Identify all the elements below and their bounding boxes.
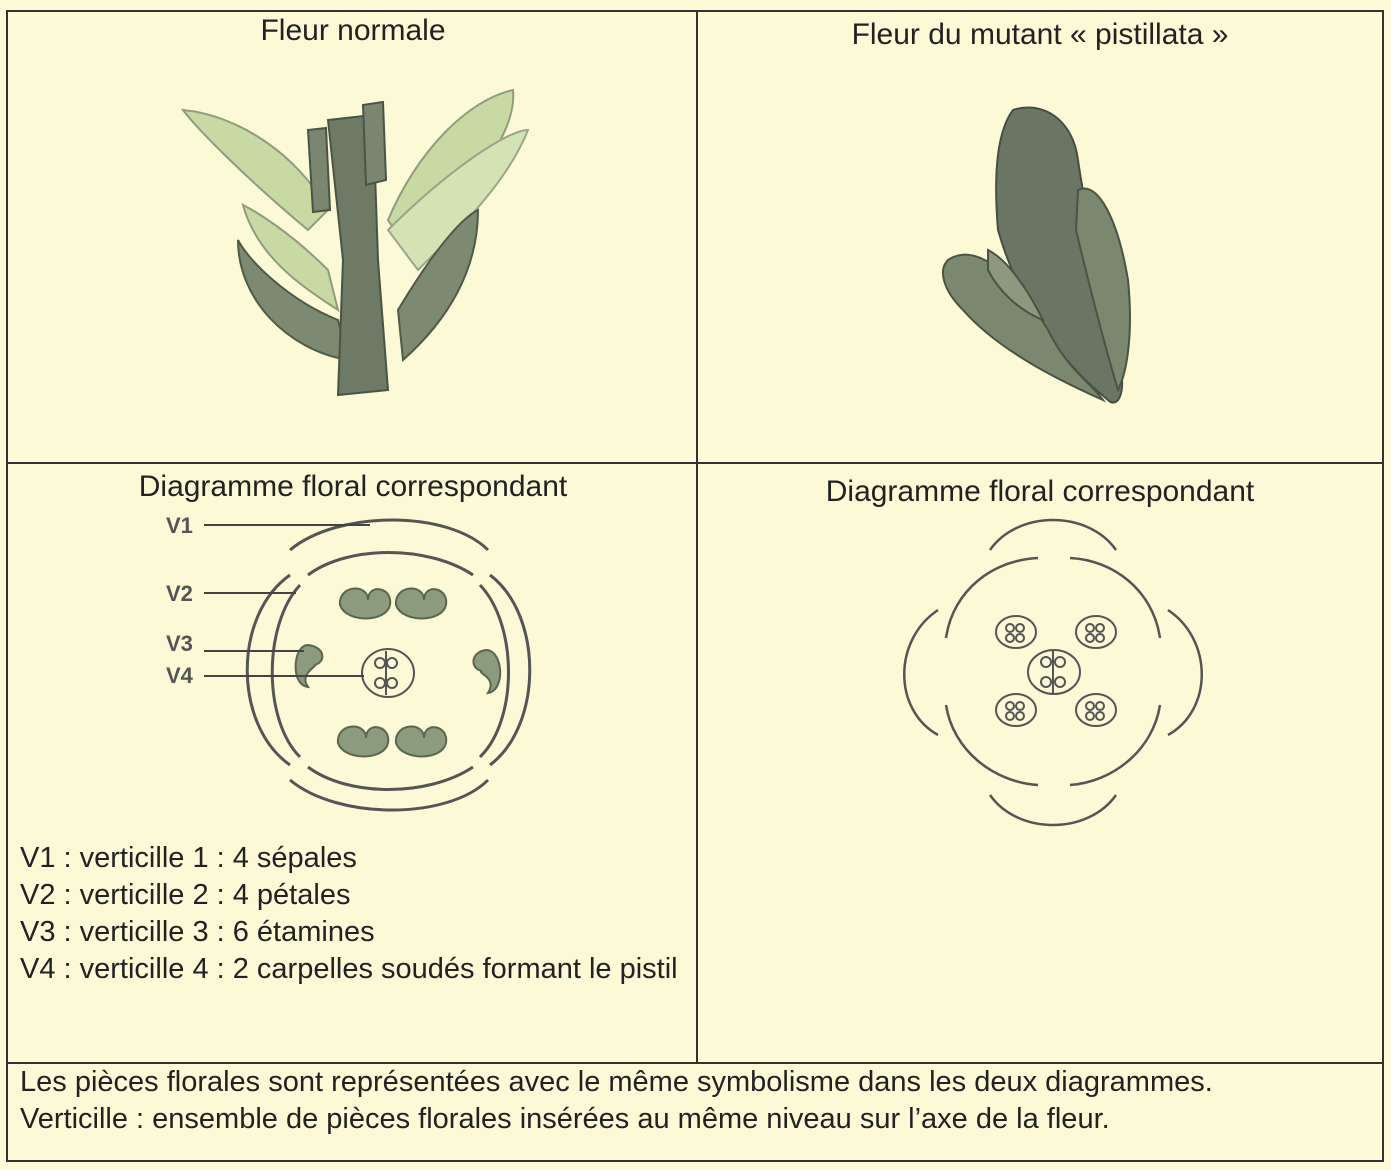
carpel-group-3: [996, 694, 1036, 726]
normal-flower-image: [8, 60, 698, 460]
label-v4: V4: [166, 663, 194, 688]
stamen-6: [473, 650, 500, 693]
stamen-1: [340, 589, 390, 619]
carpel-group-4: [1076, 694, 1116, 726]
normal-diagram-title: Diagramme floral correspondant: [8, 470, 698, 504]
legend-v3: V3 : verticille 3 : 6 étamines: [20, 914, 690, 951]
central-pistil: [1028, 650, 1080, 694]
footer-line-1: Les pièces florales sont représentées av…: [20, 1064, 1360, 1101]
normal-flower-title: Fleur normale: [8, 14, 698, 48]
sepal-bottom: [290, 780, 488, 810]
mutant-flower-title: Fleur du mutant « pistillata »: [698, 18, 1382, 52]
legend: V1 : verticille 1 : 4 sépales V2 : verti…: [20, 840, 690, 988]
stamen-3: [338, 727, 388, 757]
stamen-4: [396, 727, 446, 757]
label-v2: V2: [166, 581, 193, 606]
legend-v2: V2 : verticille 2 : 4 pétales: [20, 877, 690, 914]
stamen-2: [396, 589, 446, 619]
label-v1: V1: [166, 513, 193, 538]
mutant-flower-image: [698, 80, 1382, 480]
carpel-group-2: [1076, 616, 1116, 648]
mutant-floral-diagram: [698, 510, 1382, 840]
mutant-diagram-title: Diagramme floral correspondant: [698, 475, 1382, 509]
footer-line-2: Verticille : ensemble de pièces florales…: [20, 1101, 1360, 1138]
sepal-left: [247, 575, 290, 765]
label-v3: V3: [166, 631, 193, 656]
legend-v1: V1 : verticille 1 : 4 sépales: [20, 840, 690, 877]
carpel-group-1: [996, 616, 1036, 648]
petal-bottom: [308, 767, 473, 790]
normal-floral-diagram: V1 V2 V3 V4: [8, 505, 698, 835]
legend-v4: V4 : verticille 4 : 2 carpelles soudés f…: [20, 951, 690, 988]
petal-top: [308, 553, 473, 576]
pistil: [362, 649, 414, 697]
footer-note: Les pièces florales sont représentées av…: [20, 1064, 1360, 1138]
